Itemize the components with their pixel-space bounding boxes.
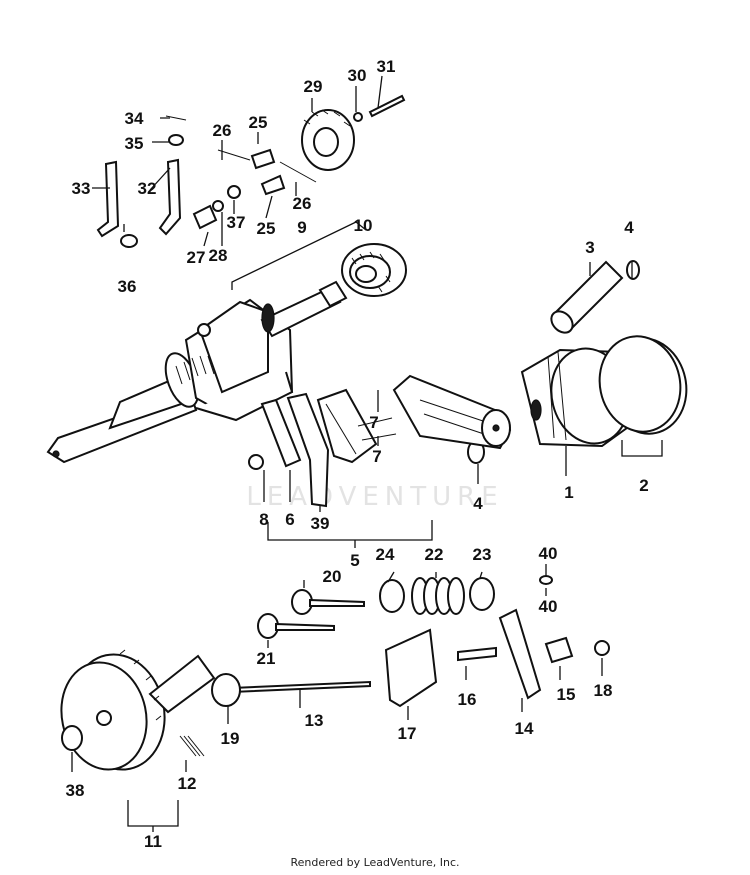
- callout-27: 27: [187, 248, 206, 267]
- retainer-23-part: [469, 577, 495, 611]
- bracket-11: [127, 800, 179, 832]
- callout-10: 10: [354, 216, 373, 235]
- pin-34-part: [165, 115, 187, 121]
- callout-36: 36: [118, 277, 137, 296]
- callout-19: 19: [221, 729, 240, 748]
- callout-7-top: 7: [369, 413, 378, 432]
- rocker-14-part: [498, 608, 542, 700]
- rod-cap-part: [316, 388, 378, 464]
- washer-35-part: [168, 134, 184, 146]
- leader-lines: [71, 75, 633, 772]
- pin-31-part: [368, 94, 406, 118]
- pin-clip-top: [626, 260, 640, 280]
- callout-31: 31: [377, 57, 396, 76]
- callout-37: 37: [227, 213, 246, 232]
- callout-26-bottom: 26: [293, 194, 312, 213]
- callout-25-bottom: 25: [257, 219, 276, 238]
- retainer-24-part: [379, 579, 405, 613]
- callout-33: 33: [72, 179, 91, 198]
- washer-37-part: [227, 185, 241, 199]
- camshaft-gear-part: [60, 649, 216, 771]
- governor-shaft-27-part: [192, 204, 218, 230]
- washer-30-part: [353, 112, 363, 122]
- callout-20: 20: [323, 567, 342, 586]
- oil-dipper-plate-part: [260, 398, 302, 468]
- callout-25-top: 25: [249, 113, 268, 132]
- governor-weight-bottom-part: [260, 174, 286, 196]
- tappet-19-part: [211, 673, 241, 707]
- nut-8-part: [248, 454, 264, 470]
- connecting-rod-part: [392, 374, 512, 450]
- callout-35: 35: [125, 134, 144, 153]
- valve-exhaust-part: [291, 589, 365, 615]
- callout-6: 6: [285, 510, 294, 529]
- callout-34: 34: [125, 109, 144, 128]
- piston-rings-part: [598, 335, 688, 435]
- watermark-text: LEADVENTURE: [246, 482, 503, 512]
- callout-7-bottom: 7: [372, 447, 381, 466]
- callout-15: 15: [557, 685, 576, 704]
- spring-12-part: [179, 735, 205, 757]
- lock-plate-part: [286, 392, 330, 508]
- callout-8: 8: [259, 510, 268, 529]
- callout-1: 1: [564, 483, 573, 502]
- callout-5: 5: [350, 551, 359, 570]
- callout-40-bottom: 40: [539, 597, 558, 616]
- bracket-2: [621, 440, 663, 457]
- governor-arm-33-part: [96, 160, 120, 238]
- bracket-9: [231, 221, 367, 290]
- keeper-top-part: [539, 575, 553, 585]
- callout-14: 14: [515, 719, 534, 738]
- governor-pins-part: [217, 149, 317, 183]
- callout-39: 39: [311, 514, 330, 533]
- callout-2: 2: [639, 476, 648, 495]
- valve-intake-part: [257, 613, 335, 639]
- governor-gear-part: [301, 109, 355, 171]
- nut-15-part: [544, 636, 574, 664]
- callout-38: 38: [66, 781, 85, 800]
- callout-12: 12: [178, 774, 197, 793]
- gasket-plate-17-part: [384, 628, 438, 708]
- callout-labels: 1 2 3 4 4 5 6 7 7 8 9 10 11 12 13 14 15 …: [66, 57, 649, 851]
- callout-30: 30: [348, 66, 367, 85]
- callout-21: 21: [257, 649, 276, 668]
- callout-32: 32: [138, 179, 157, 198]
- callout-18: 18: [594, 681, 613, 700]
- tappet-bolt-16-part: [457, 646, 497, 662]
- push-rod-13-part: [231, 680, 371, 694]
- callout-40-top: 40: [539, 544, 558, 563]
- callout-24: 24: [376, 545, 395, 564]
- callout-22: 22: [425, 545, 444, 564]
- piston-pin-part: [550, 260, 624, 334]
- rod-bolts-part: [357, 417, 397, 441]
- governor-weight-top-part: [250, 148, 276, 170]
- callout-23: 23: [473, 545, 492, 564]
- callout-29: 29: [304, 77, 323, 96]
- callout-26-top: 26: [213, 121, 232, 140]
- callout-11: 11: [144, 832, 162, 851]
- washer-38-part: [61, 725, 83, 751]
- callout-3: 3: [585, 238, 594, 257]
- bracket-5: [267, 520, 433, 548]
- callout-28: 28: [209, 246, 228, 265]
- crankshaft-part: [46, 280, 348, 464]
- callout-16: 16: [458, 690, 477, 709]
- governor-lever-32-part: [158, 158, 182, 236]
- footer-credit: Rendered by LeadVenture, Inc.: [290, 856, 460, 869]
- nut-18-part: [594, 640, 610, 656]
- valve-spring-part: [411, 577, 465, 615]
- washer-36-part: [120, 234, 138, 248]
- callout-13: 13: [305, 711, 324, 730]
- callout-17: 17: [398, 724, 417, 743]
- callout-4-top: 4: [624, 218, 634, 237]
- washer-28-part: [212, 200, 224, 212]
- callout-4-bottom: 4: [473, 494, 483, 513]
- bearing-part: [341, 243, 407, 297]
- callout-9: 9: [297, 218, 306, 237]
